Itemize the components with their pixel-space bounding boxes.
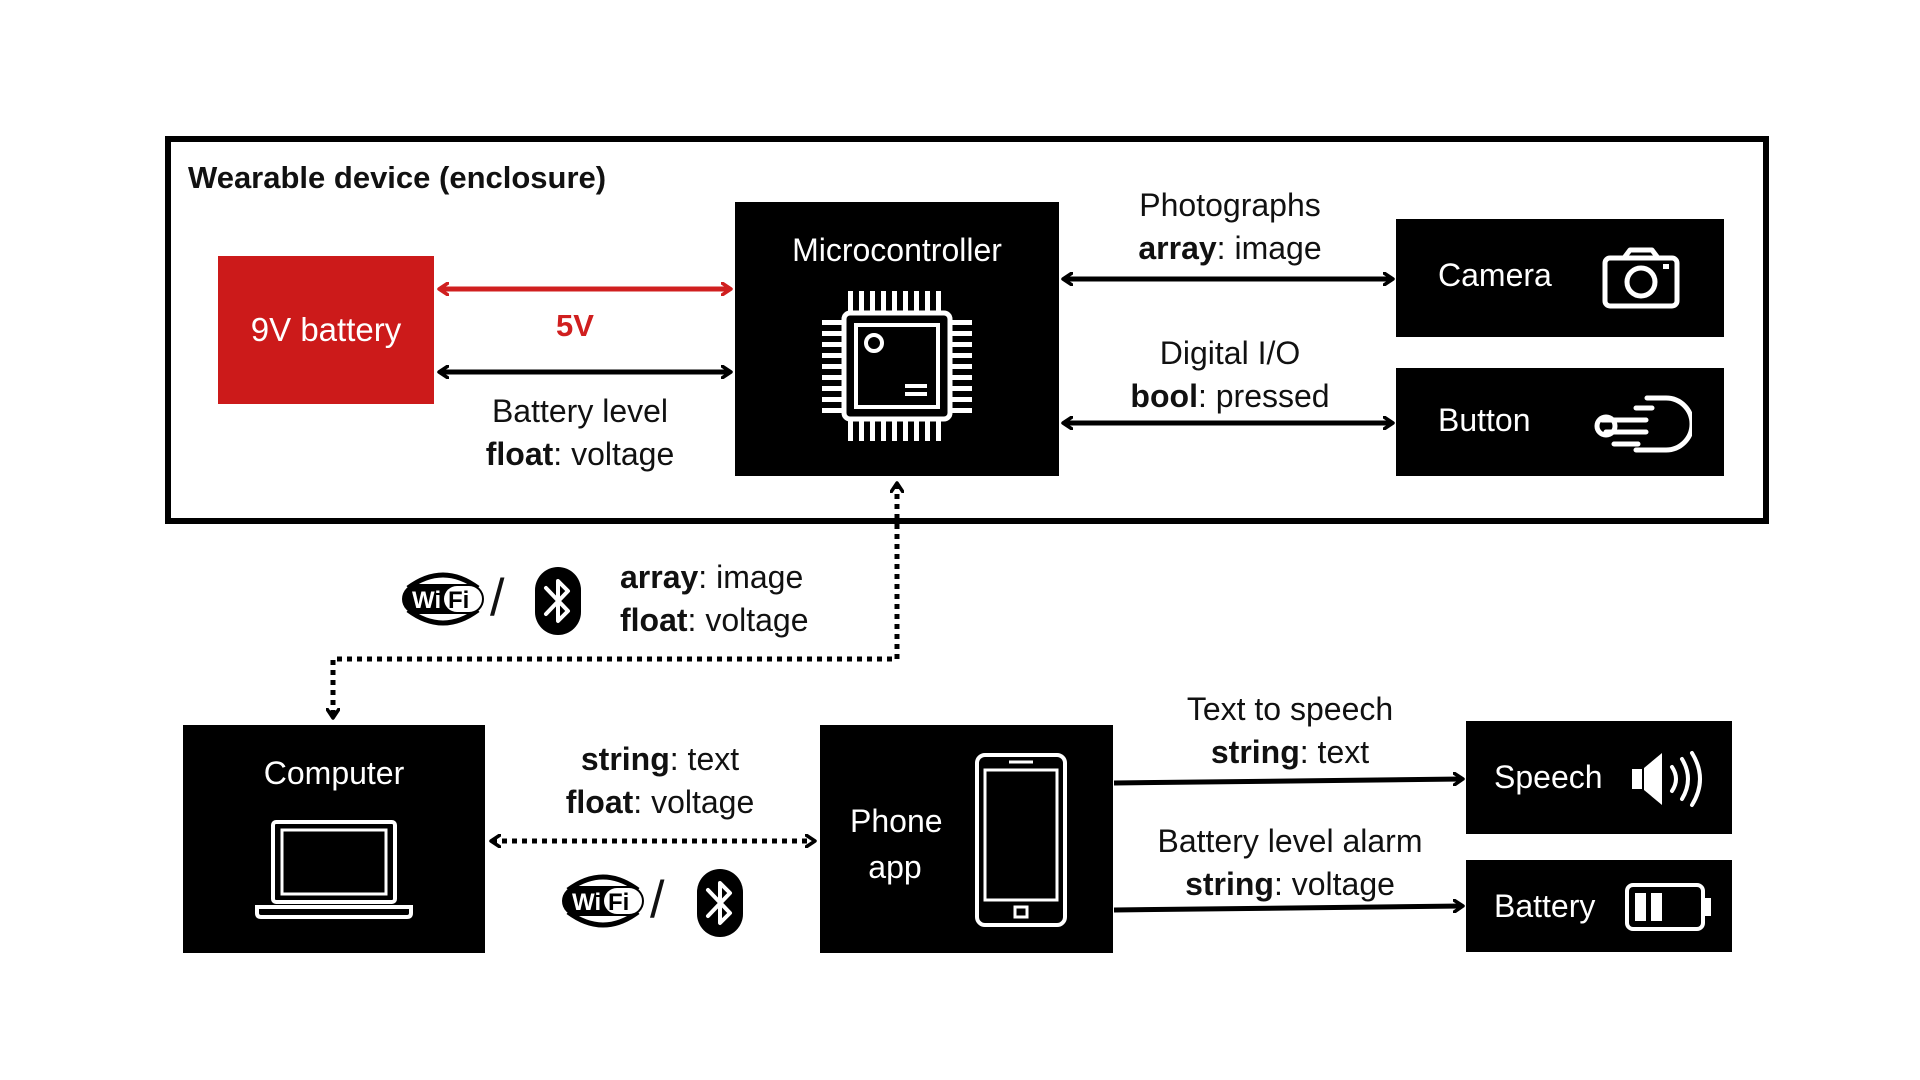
alarm-connector xyxy=(1113,906,1462,910)
computer-phone-line1: string: text xyxy=(540,738,780,781)
phone-app-label-line2: app xyxy=(868,849,922,885)
wireless-up-separator: / xyxy=(490,569,505,627)
photographs-type: array xyxy=(1138,230,1217,266)
tts-desc: : text xyxy=(1299,734,1370,770)
computer-phone-desc1: : text xyxy=(669,741,740,777)
bluetooth-icon xyxy=(535,567,581,635)
wireless-up-data-label: array: image float: voltage xyxy=(620,556,809,642)
photographs-type-line: array: image xyxy=(1090,227,1370,270)
photographs-title: Photographs xyxy=(1139,187,1321,223)
digital-io-desc: : pressed xyxy=(1197,378,1330,414)
photographs-desc: : image xyxy=(1216,230,1322,266)
computer-phone-data-label: string: text float: voltage xyxy=(540,738,780,824)
wireless-up-line2: float: voltage xyxy=(620,599,809,642)
speech-node: Speech xyxy=(1466,721,1732,834)
phone-app-label: Phone app xyxy=(850,798,943,890)
speech-label: Speech xyxy=(1494,759,1603,795)
tts-label: Text to speech string: text xyxy=(1140,688,1440,774)
microcontroller-node: Microcontroller xyxy=(735,202,1059,476)
alarm-label: Battery level alarm string: voltage xyxy=(1130,820,1450,906)
wifi-icon-lower: Wi Fi xyxy=(562,874,644,928)
battery-node: 9V battery xyxy=(218,256,434,404)
battery-output-node: Battery xyxy=(1466,860,1732,952)
enclosure-title: Wearable device (enclosure) xyxy=(188,160,607,195)
alarm-type-line: string: voltage xyxy=(1130,863,1450,906)
battery-level-desc: : voltage xyxy=(553,436,675,472)
tts-title: Text to speech xyxy=(1186,691,1394,727)
camera-node: Camera xyxy=(1396,219,1724,337)
button-node: Button xyxy=(1396,368,1724,476)
phone-app-label-line1: Phone xyxy=(850,803,943,839)
wifi-badge-left: Wi xyxy=(412,587,441,614)
wireless-up-desc2: : voltage xyxy=(687,602,809,638)
battery-level-type-line: float: voltage xyxy=(450,433,710,476)
camera-icon xyxy=(1602,247,1680,309)
wifi-icon: Wi Fi xyxy=(402,572,484,626)
alarm-desc: : voltage xyxy=(1273,866,1395,902)
laptop-icon xyxy=(255,820,413,919)
computer-phone-line2: float: voltage xyxy=(540,781,780,824)
wifi-lower-badge-left: Wi xyxy=(572,889,601,916)
battery-icon xyxy=(1625,883,1711,931)
wireless-up-type2: float xyxy=(620,602,688,638)
chip-icon xyxy=(822,291,972,441)
battery-output-label: Battery xyxy=(1494,888,1596,924)
computer-label: Computer xyxy=(263,755,405,791)
press-button-icon xyxy=(1594,395,1692,453)
tts-type-line: string: text xyxy=(1140,731,1440,774)
wifi-badge-right: Fi xyxy=(448,587,469,614)
battery-level-type: float xyxy=(485,436,554,472)
tts-type: string xyxy=(1210,734,1300,770)
digital-io-type-line: bool: pressed xyxy=(1090,375,1370,418)
digital-io-type: bool xyxy=(1130,378,1198,414)
photographs-label: Photographs array: image xyxy=(1090,184,1370,270)
wireless-up-desc1: : image xyxy=(698,559,804,595)
battery-node-label: 9V battery xyxy=(250,311,402,348)
power-label: 5V xyxy=(556,308,594,343)
button-label: Button xyxy=(1438,402,1531,438)
battery-level-title: Battery level xyxy=(491,393,669,429)
computer-phone-type2: float xyxy=(565,784,634,820)
smartphone-icon xyxy=(975,753,1067,927)
wearable-enclosure xyxy=(165,136,1769,524)
computer-node: Computer xyxy=(183,725,485,953)
digital-io-label: Digital I/O bool: pressed xyxy=(1090,332,1370,418)
wireless-up-line1: array: image xyxy=(620,556,809,599)
computer-phone-separator: / xyxy=(650,871,665,929)
wireless-up-type1: array xyxy=(620,559,699,595)
alarm-type: string xyxy=(1185,866,1274,902)
speaker-icon xyxy=(1632,751,1702,807)
bluetooth-icon-lower xyxy=(697,869,743,937)
digital-io-title: Digital I/O xyxy=(1159,335,1301,371)
computer-phone-type1: string xyxy=(580,741,670,777)
phone-app-node: Phone app xyxy=(820,725,1113,953)
computer-phone-desc2: : voltage xyxy=(633,784,755,820)
alarm-title: Battery level alarm xyxy=(1157,823,1423,859)
tts-connector xyxy=(1113,779,1462,783)
microcontroller-label: Microcontroller xyxy=(792,232,1002,268)
camera-label: Camera xyxy=(1438,257,1552,293)
wifi-lower-badge-right: Fi xyxy=(608,889,629,916)
battery-level-label: Battery level float: voltage xyxy=(450,390,710,476)
